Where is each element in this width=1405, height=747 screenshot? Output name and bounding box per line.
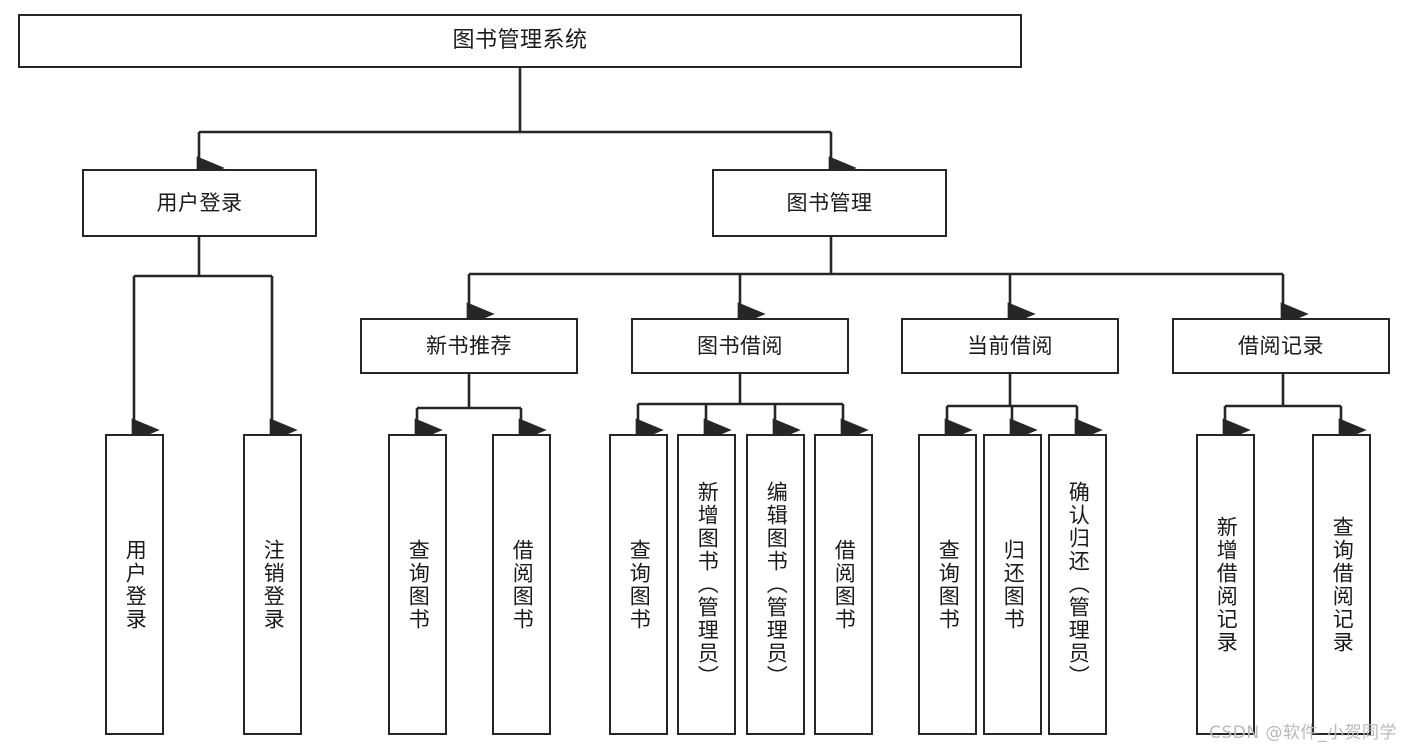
node-root-label: 图书管理系统 [452, 28, 588, 54]
node-leaf-query-book-2-label: 查询图书 [627, 538, 652, 631]
node-leaf-return-book[interactable]: 归还图书 [983, 434, 1042, 735]
node-leaf-borrow-book-2[interactable]: 借阅图书 [814, 434, 873, 735]
watermark: CSDN @软件_小贺同学 [1209, 723, 1397, 743]
node-book-borrow[interactable]: 图书借阅 [631, 318, 849, 374]
node-leaf-user-login-label: 用户登录 [123, 538, 148, 631]
node-leaf-return-book-label: 归还图书 [1001, 538, 1026, 631]
node-current-borrow[interactable]: 当前借阅 [901, 318, 1119, 374]
node-leaf-add-book-label: 新增图书（管理员） [695, 481, 720, 688]
node-new-book-recommend-label: 新书推荐 [426, 333, 512, 358]
node-user-login-label: 用户登录 [156, 190, 243, 215]
node-leaf-borrow-book-2-label: 借阅图书 [832, 538, 857, 631]
node-book-manage[interactable]: 图书管理 [712, 169, 947, 237]
node-leaf-borrow-book-1-label: 借阅图书 [510, 538, 535, 631]
node-leaf-query-book-3-label: 查询图书 [936, 538, 961, 631]
node-leaf-user-logout[interactable]: 注销登录 [243, 434, 302, 735]
node-leaf-add-book[interactable]: 新增图书（管理员） [677, 434, 736, 735]
node-book-manage-label: 图书管理 [786, 190, 873, 215]
node-leaf-borrow-book-1[interactable]: 借阅图书 [492, 434, 551, 735]
node-root[interactable]: 图书管理系统 [18, 14, 1022, 68]
node-leaf-confirm-return[interactable]: 确认归还（管理员） [1048, 434, 1107, 735]
node-user-login[interactable]: 用户登录 [82, 169, 317, 237]
node-leaf-edit-book[interactable]: 编辑图书（管理员） [746, 434, 805, 735]
node-leaf-user-login[interactable]: 用户登录 [105, 434, 164, 735]
node-leaf-add-record[interactable]: 新增借阅记录 [1196, 434, 1255, 735]
node-leaf-confirm-return-label: 确认归还（管理员） [1066, 481, 1091, 688]
node-leaf-query-record-label: 查询借阅记录 [1330, 515, 1355, 654]
node-leaf-query-book-2[interactable]: 查询图书 [609, 434, 668, 735]
node-borrow-record-label: 借阅记录 [1238, 333, 1324, 358]
node-leaf-query-record[interactable]: 查询借阅记录 [1312, 434, 1371, 735]
node-borrow-record[interactable]: 借阅记录 [1172, 318, 1390, 374]
node-leaf-user-logout-label: 注销登录 [261, 538, 286, 631]
node-leaf-query-book-1[interactable]: 查询图书 [388, 434, 447, 735]
node-leaf-edit-book-label: 编辑图书（管理员） [764, 481, 789, 688]
node-leaf-query-book-1-label: 查询图书 [406, 538, 431, 631]
node-new-book-recommend[interactable]: 新书推荐 [360, 318, 578, 374]
node-leaf-query-book-3[interactable]: 查询图书 [918, 434, 977, 735]
node-current-borrow-label: 当前借阅 [967, 333, 1053, 358]
node-book-borrow-label: 图书借阅 [697, 333, 783, 358]
node-leaf-add-record-label: 新增借阅记录 [1214, 515, 1239, 654]
